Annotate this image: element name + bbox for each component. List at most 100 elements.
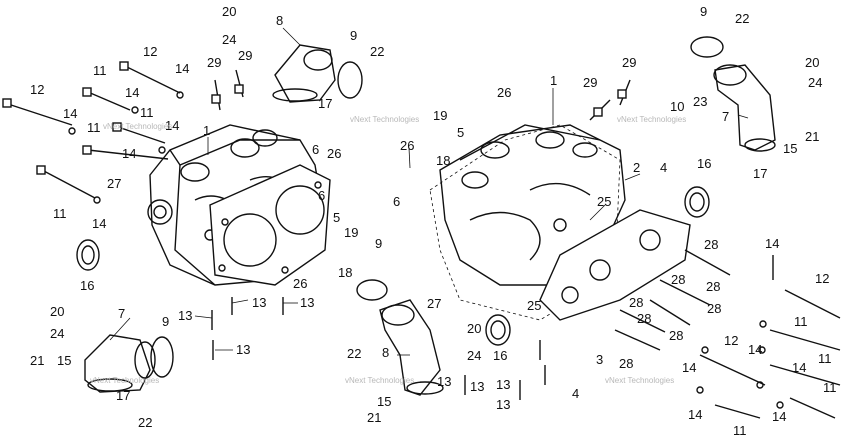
callout-16: 16 [80,278,94,293]
band-9-bottom-center [356,279,388,301]
callout-27: 27 [427,296,441,311]
callout-17: 17 [753,166,767,181]
callout-13: 13 [300,295,314,310]
callout-18: 18 [436,153,450,168]
callout-24: 24 [808,75,822,90]
callout-28: 28 [671,272,685,287]
callout-13: 13 [236,342,250,357]
studs-13 [211,297,546,400]
callout-3: 3 [596,352,603,367]
callout-6: 6 [393,194,400,209]
callout-26: 26 [497,85,511,100]
callout-13: 13 [496,377,510,392]
bolts-right-group [614,249,841,419]
callout-14: 14 [125,85,139,100]
callout-19: 19 [344,225,358,240]
band-9-top-left [337,61,363,99]
callout-22: 22 [138,415,152,430]
callout-27: 27 [107,176,121,191]
camshaft-holder [539,209,691,321]
callout-28: 28 [707,301,721,316]
callout-16: 16 [493,348,507,363]
watermark-text: vNext Technologies [103,122,172,131]
spark-plugs-29 [211,69,631,121]
callout-11: 11 [733,423,747,438]
callout-22: 22 [370,44,384,59]
bolts-left-group [2,61,184,204]
callout-1: 1 [550,73,557,88]
callout-5: 5 [457,125,464,140]
callout-26: 26 [400,138,414,153]
watermark-text: vNext Technologies [345,376,414,385]
callout-20: 20 [222,4,236,19]
callout-29: 29 [583,75,597,90]
callout-28: 28 [669,328,683,343]
callout-9: 9 [700,4,707,19]
callout-4: 4 [660,160,667,175]
callout-8: 8 [382,345,389,360]
callout-13: 13 [252,295,266,310]
callout-25: 25 [527,298,541,313]
callout-9: 9 [375,236,382,251]
callout-15: 15 [377,394,391,409]
callout-26: 26 [327,146,341,161]
callout-28: 28 [637,311,651,326]
callout-13: 13 [496,397,510,412]
callout-7: 7 [118,306,125,321]
intake-elbow-bottom-left [84,334,156,393]
callout-10: 10 [670,99,684,114]
callout-24: 24 [467,348,481,363]
callout-11: 11 [93,63,107,78]
leader-lines [109,27,749,356]
callout-14: 14 [175,61,189,76]
callout-17: 17 [318,96,332,111]
callout-14: 14 [792,360,806,375]
callout-24: 24 [50,326,64,341]
callout-14: 14 [682,360,696,375]
oil-seal-right [684,186,710,218]
callout-14: 14 [765,236,779,251]
callout-21: 21 [30,353,44,368]
watermark-text: vNext Technologies [617,115,686,124]
callout-12: 12 [143,44,157,59]
callout-14: 14 [748,342,762,357]
callout-22: 22 [347,346,361,361]
intake-elbow-bottom-center [379,299,444,396]
callout-9: 9 [162,314,169,329]
callout-1: 1 [203,123,210,138]
callout-12: 12 [724,333,738,348]
head-gasket-left [209,164,331,286]
callout-17: 17 [116,388,130,403]
callout-6: 6 [312,142,319,157]
callout-20: 20 [50,304,64,319]
callout-23: 23 [693,94,707,109]
callout-15: 15 [783,141,797,156]
watermark-text: vNext Technologies [90,376,159,385]
callout-29: 29 [238,48,252,63]
callout-14: 14 [688,407,702,422]
callout-28: 28 [704,237,718,252]
callout-15: 15 [57,353,71,368]
callout-8: 8 [276,13,283,28]
callout-13: 13 [437,374,451,389]
callout-29: 29 [207,55,221,70]
callout-22: 22 [735,11,749,26]
callout-6: 6 [318,188,325,203]
intake-elbow-top-left [272,44,336,103]
callout-14: 14 [122,146,136,161]
callout-14: 14 [772,409,786,424]
callout-14: 14 [165,118,179,133]
callout-26: 26 [293,276,307,291]
callout-20: 20 [467,321,481,336]
watermarks: vNext Technologies vNext Technologies vN… [90,115,686,385]
callout-7: 7 [722,109,729,124]
callout-24: 24 [222,32,236,47]
callout-16: 16 [697,156,711,171]
callout-12: 12 [30,82,44,97]
callout-14: 14 [92,216,106,231]
callout-19: 19 [433,108,447,123]
callout-13: 13 [470,379,484,394]
callout-28: 28 [629,295,643,310]
callout-11: 11 [823,380,837,395]
callout-11: 11 [794,314,808,329]
